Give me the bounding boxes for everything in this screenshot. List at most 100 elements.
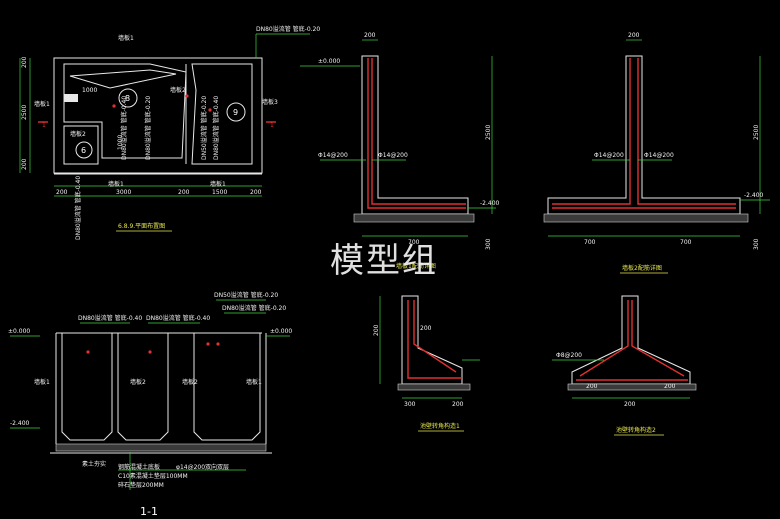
detail4-rebar-left [579,300,629,377]
section-pipe-c: DN80溢流管 管底-0.20 [222,304,286,312]
detail1-dim-b: 300 [485,238,492,250]
detail1-rebar2: Φ14@200 [378,152,408,159]
detail3-dim-c: 200 [452,401,464,408]
detail2-rebar1: Φ14@200 [594,152,624,159]
plan-dim-1000: 1000 [82,87,97,94]
plan-wall-label-bottom: 墙板1 [108,180,124,188]
plan-dim-1000b: 1000 [117,135,124,150]
detail4-outline [571,295,691,385]
watermark-text: 模型组 [330,241,438,281]
section-soil: 素土夯实 [82,460,106,468]
plan-pipe-point [185,94,189,98]
detail4-dim-b: 200 [664,383,676,390]
detail1-dim-w: 700 [408,239,420,246]
plan-sloped-floor [69,69,177,89]
section-wall-m2: 墙板2 [182,378,198,386]
detail2-caption: 墙板2配筋详图 [622,264,662,272]
section-wall-m: 墙板2 [130,378,146,386]
plan-circle-6 [75,141,93,159]
detail2-dim-b: 300 [753,238,760,250]
plan-wall-label-inner: 墙板2 [70,130,86,138]
section-tank-2 [117,333,169,441]
detail2-dim-w1: 700 [584,239,596,246]
section-tank-3 [193,333,261,441]
detail3-rebar-diag [413,300,457,373]
section-pipe-point [148,350,152,354]
plan-compartment-8 [63,63,187,159]
section-pipe-point [206,342,210,346]
detail1-caption: 墙板1配筋详图 [396,262,436,270]
plan-wall-label-left: 墙板1 [34,100,50,108]
detail4-dim-a: 200 [586,383,598,390]
plan-pipe-v3: DN50溢流管 管底-0.20 [200,96,208,160]
plan-circle-9-label: 9 [233,108,238,117]
detail3-base [397,383,471,391]
plan-outer-wall [53,57,263,174]
section-note-1: 钢筋混凝土底板 [118,463,160,471]
detail1-rebar1: Φ14@200 [318,152,348,159]
detail1-outline [361,55,469,215]
section-base-slab [55,443,267,452]
plan-pipe-v1: DN80溢流管 管底-0.40 [120,96,128,160]
detail-wall-1: ±0.000 -2.400 Φ14@200 Φ14@200 200 2500 7… [300,32,500,270]
detail1-dim-top: 200 [364,32,376,39]
section-view: DN50溢流管 管底-0.20 DN80溢流管 管底-0.40 DN80溢流管 … [8,291,292,518]
detail2-dim-top: 200 [628,32,640,39]
section-marker-label-left: 1 [42,122,46,129]
plan-dim-200b: 200 [178,189,190,196]
detail1-dim-h: 2500 [485,125,492,140]
section-level-bot: -2.400 [10,420,30,427]
plan-pipe-v4: DN80溢流管 管底-0.40 [212,96,220,160]
detail1-base [353,213,475,223]
section-level-top-left: ±0.000 [8,328,30,335]
detail4-base [567,383,697,391]
plan-circle-8-label: 8 [125,94,130,103]
plan-compartment-6 [63,125,99,165]
detail2-dim-w2: 700 [680,239,692,246]
section-note-2: C10素混凝土垫层100MM [118,472,188,480]
detail4-rebar-right [631,300,685,377]
plan-dim-200c: 200 [250,189,262,196]
plan-circle-6-label: 6 [81,146,86,155]
detail3-dim-b: 200 [420,325,432,332]
plan-wall-label-top: 墙板1 [118,34,134,42]
plan-pipe-point [112,104,116,108]
detail2-level-bot: -2.400 [744,192,764,199]
plan-dim-1500: 1500 [212,189,227,196]
plan-dim-200a: 200 [56,189,68,196]
plan-pipe-v2: DN80溢流管 管底-0.20 [144,96,152,160]
plan-caption: 6.8.9.平面布置图 [118,222,165,230]
section-wall-l: 墙板1 [34,378,50,386]
detail3-rebar-outer [407,300,462,379]
detail4-caption: 池壁转角构造2 [616,426,656,434]
section-note-3: 碎石垫层200MM [118,481,164,489]
plan-dim-2500: 2500 [21,105,28,120]
section-pipe-point [86,350,90,354]
detail1-rebar-outer [367,58,466,209]
plan-wall-label-mid: 墙板2 [170,86,186,94]
detail1-level-top: ±0.000 [318,58,340,65]
plan-pipe-point [208,108,212,112]
plan-compartment-9 [191,63,253,165]
detail-wall-2: -2.400 Φ14@200 Φ14@200 200 2500 700 700 … [543,32,770,274]
detail2-dim-h: 2500 [753,125,760,140]
plan-dim-200l2: 200 [21,158,28,170]
detail2-rebar-right [637,58,736,205]
plan-dim-3000: 3000 [116,189,131,196]
section-level-top-right: ±0.000 [270,328,292,335]
detail4-rebar: Φ8@200 [556,352,582,359]
detail4-dim-c: 200 [624,401,636,408]
detail-corner-1: 200 200 200 300 池壁转角构造1 [373,295,480,432]
detail2-rebar-left [552,58,631,205]
plan-wall-label-bottom2: 墙板1 [210,180,226,188]
plan-pipe-v5: DN80溢流管 管底-0.40 [74,176,82,240]
detail2-base [543,213,749,223]
plan-view: DN80溢流管 管底-0.20 墙板1 墙板1 墙板2 墙板1 墙板1 墙板3 … [19,25,320,240]
plan-pipe-label: DN80溢流管 管底-0.20 [256,25,320,33]
detail3-dim-d: 300 [404,401,416,408]
detail1-level-bot: -2.400 [480,200,500,207]
section-caption: 1-1 [140,505,158,518]
plan-circle-8 [118,88,138,108]
detail3-dim-a: 200 [373,324,380,336]
